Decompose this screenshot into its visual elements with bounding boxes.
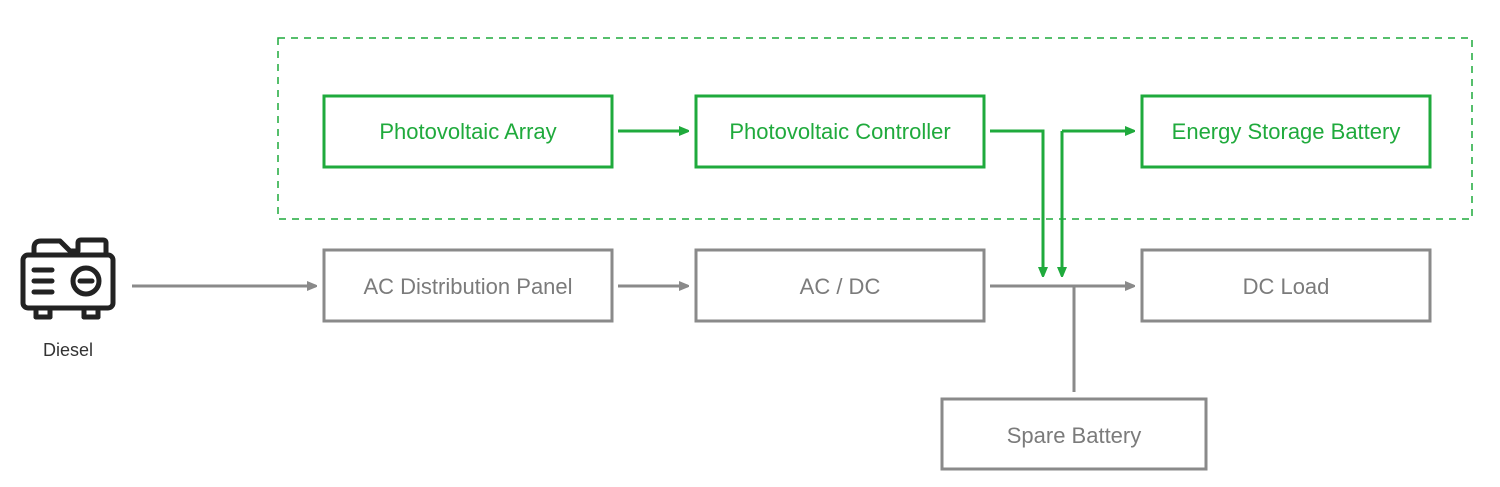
node-pv-array: Photovoltaic Array [322,94,614,169]
diesel-label: Diesel [43,340,93,360]
node-ac-panel-label: AC Distribution Panel [363,274,572,299]
node-spare-battery-label: Spare Battery [1007,423,1142,448]
node-dc-load: DC Load [1140,248,1432,323]
node-storage-battery: Energy Storage Battery [1140,94,1432,169]
node-dc-load-label: DC Load [1243,274,1330,299]
node-ac-dc: AC / DC [694,248,986,323]
node-pv-controller-label: Photovoltaic Controller [729,119,950,144]
node-ac-panel: AC Distribution Panel [322,248,614,323]
node-pv-array-label: Photovoltaic Array [379,119,556,144]
generator-icon [20,237,116,320]
node-pv-controller: Photovoltaic Controller [694,94,986,169]
arrow-controller-to-dc-bus [990,129,1043,276]
node-ac-dc-label: AC / DC [800,274,881,299]
node-storage-battery-label: Energy Storage Battery [1172,119,1401,144]
node-spare-battery: Spare Battery [940,397,1208,471]
